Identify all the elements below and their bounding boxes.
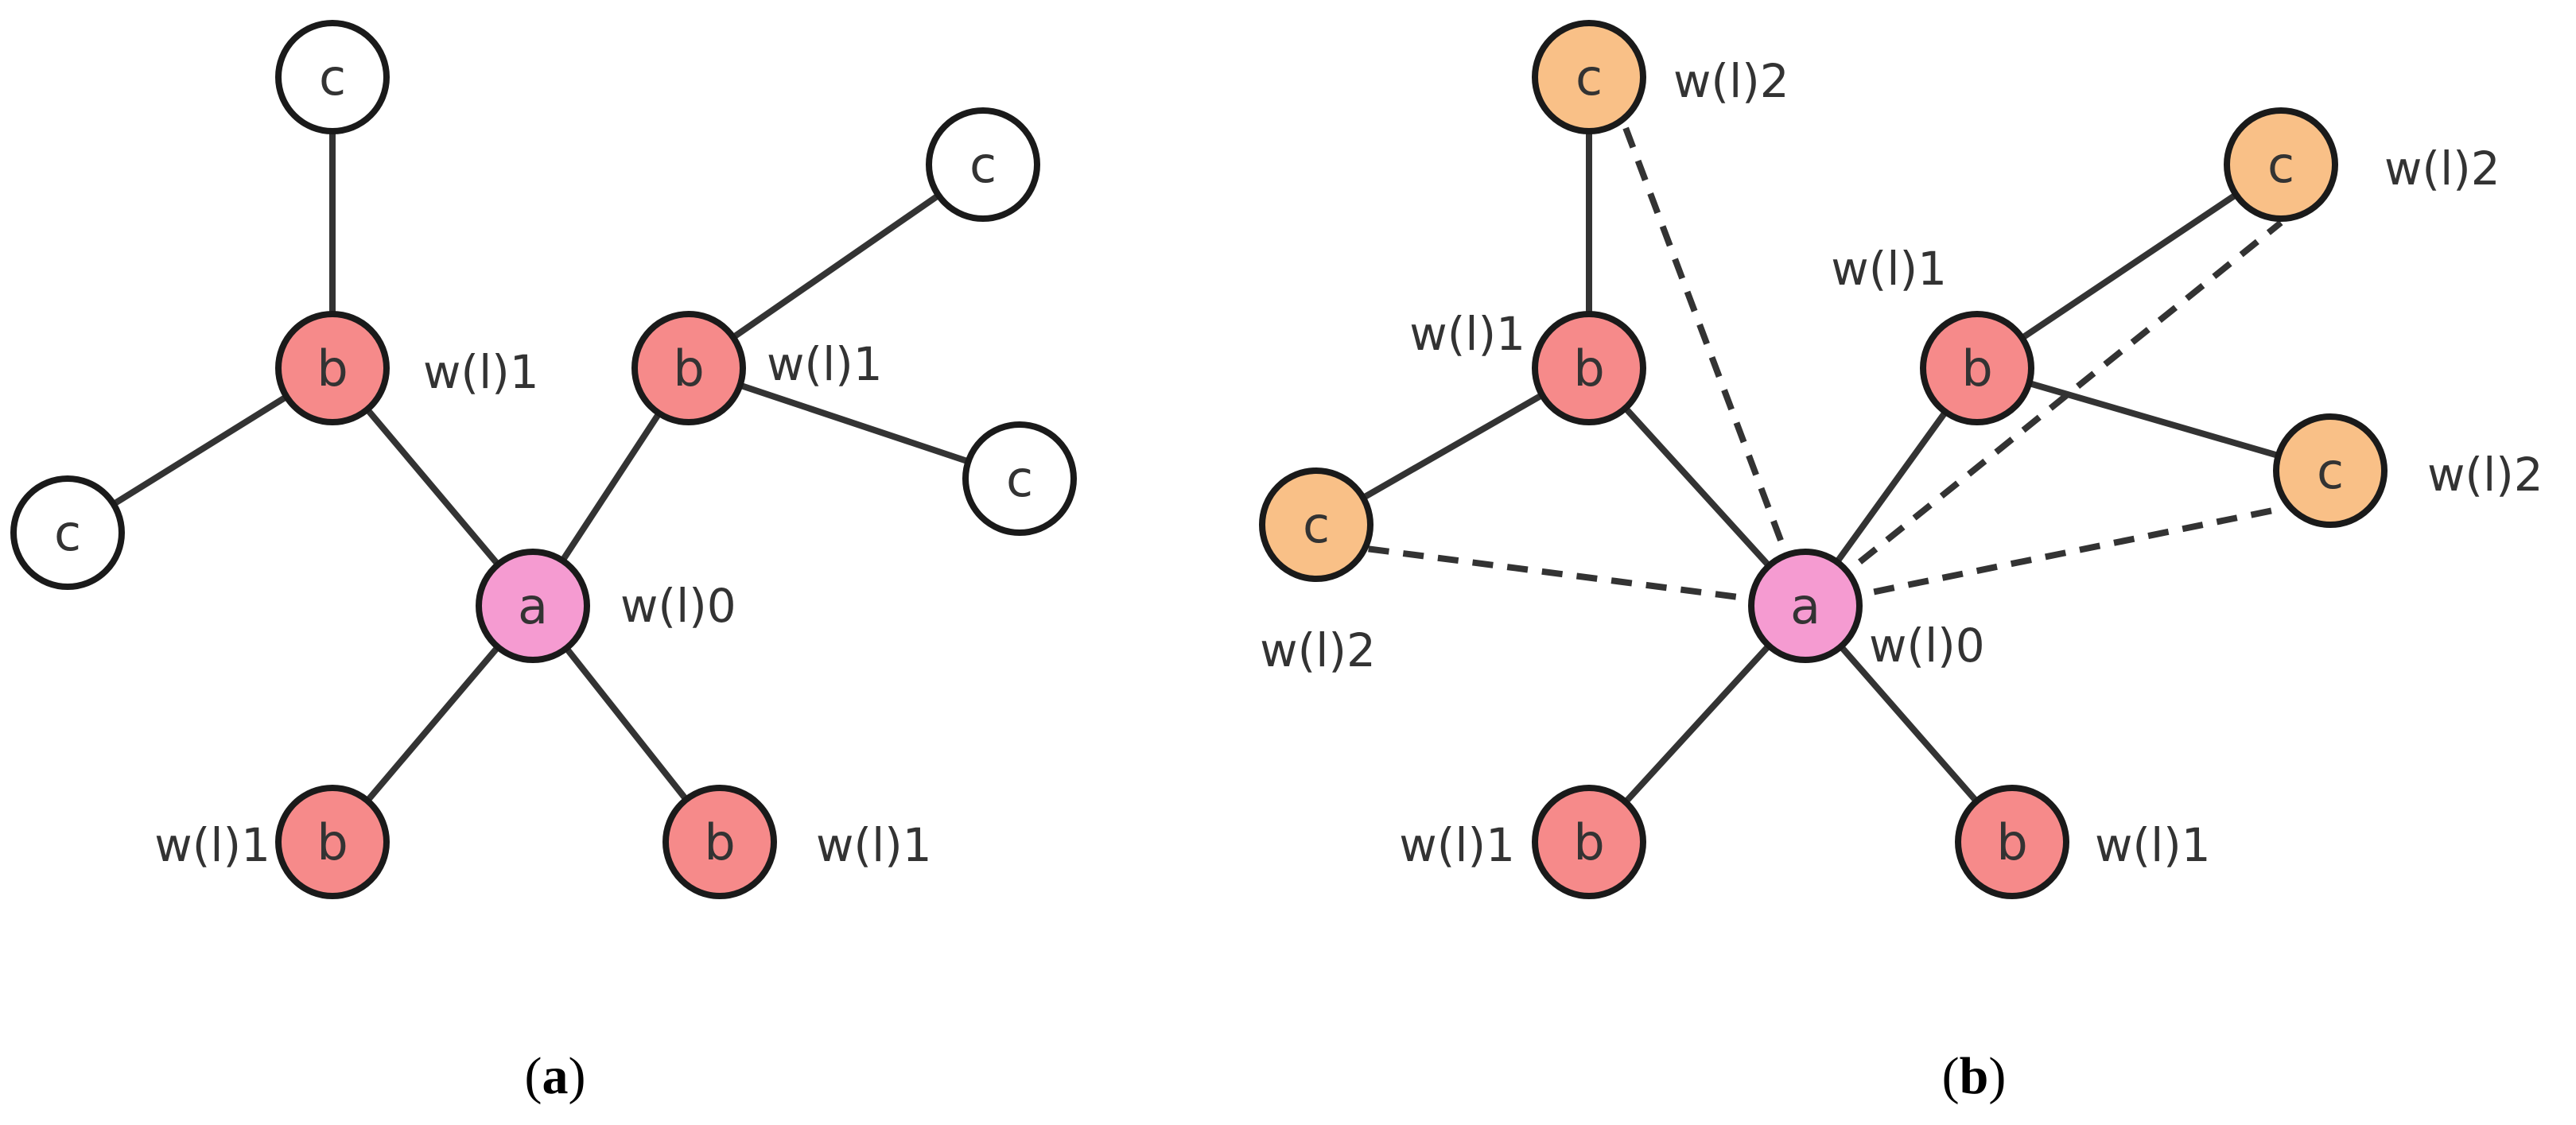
node-letter: c (2267, 136, 2294, 194)
node-b: b w(l)1 (1399, 785, 1646, 899)
node-b: b w(l)1 (275, 311, 539, 425)
wl-label: w(l)1 (767, 337, 883, 391)
node-circle (662, 785, 777, 899)
node-a: a w(l)0 (476, 549, 736, 663)
node-c: c w(l)2 (1259, 467, 1376, 677)
wl-label: w(l)1 (154, 818, 270, 872)
node-letter: c (1006, 450, 1033, 508)
node-letter: b (673, 339, 704, 398)
node-circle (1955, 785, 2069, 899)
node-circle (926, 107, 1040, 222)
node-circle (1259, 467, 1373, 582)
node-c: c (275, 20, 390, 134)
wl-label: w(l)0 (620, 579, 736, 633)
wl-label: w(l)1 (1831, 242, 1947, 296)
wl-label: w(l)1 (423, 345, 539, 399)
wl-label: w(l)2 (2427, 448, 2543, 502)
node-circle (1532, 20, 1646, 134)
node-letter: a (1790, 577, 1820, 635)
node-letter: c (319, 48, 346, 107)
node-letter: a (518, 577, 548, 635)
node-c: c (10, 475, 125, 590)
node-circle (1532, 785, 1646, 899)
node-letter: c (1303, 496, 1330, 554)
node-circle (962, 421, 1077, 536)
edge-b-right-b-to-topright-c (1975, 161, 2283, 371)
panel-b-caption: (b) (1942, 1047, 2007, 1105)
wl-label: w(l)1 (1409, 307, 1525, 361)
node-circle (1532, 311, 1646, 425)
node-circle (476, 549, 590, 663)
node-c: c w(l)2 (2273, 413, 2543, 528)
node-circle (275, 785, 390, 899)
node-circle (275, 20, 390, 134)
node-b: b w(l)1 (1409, 307, 1646, 425)
panel-a: c c b w(l)1 b w(l)1 c c a w(l)0 (10, 20, 1077, 1105)
wl-label: w(l)2 (1673, 54, 1789, 108)
node-a: a w(l)0 (1748, 549, 1985, 673)
node-b: b w(l)1 (1955, 785, 2211, 899)
node-circle (1920, 311, 2034, 425)
node-circle (631, 311, 746, 425)
node-b: b w(l)1 (631, 311, 883, 425)
node-circle (2273, 413, 2388, 528)
wl-label: w(l)2 (2384, 142, 2500, 196)
edge-a-right-b-to-topright-c (686, 161, 985, 371)
wl-label: w(l)1 (2095, 818, 2211, 872)
wl-label: w(l)2 (1260, 623, 1376, 677)
node-letter: b (317, 339, 348, 398)
node-letter: c (969, 136, 997, 194)
edge-b-right-b-to-right-c (1976, 365, 2332, 474)
node-b: b w(l)1 (1831, 242, 2034, 425)
node-circle (1748, 549, 1863, 663)
node-letter: b (704, 813, 735, 871)
node-letter: b (1996, 813, 2027, 871)
panel-a-caption: (a) (525, 1047, 586, 1105)
node-c: c w(l)2 (2224, 107, 2500, 222)
node-b: b w(l)1 (662, 785, 932, 899)
node-letter: c (1576, 48, 1603, 107)
node-letter: b (1961, 339, 1992, 398)
node-circle (10, 475, 125, 590)
dashed-edge-a-to-right-c (1805, 506, 2282, 609)
node-letter: b (317, 813, 348, 871)
node-c: c (962, 421, 1077, 536)
node-b: b w(l)1 (154, 785, 390, 899)
node-c: c (926, 107, 1040, 222)
wl-label: w(l)0 (1869, 619, 1985, 673)
panel-b: c w(l)2 c w(l)2 b w(l)1 b w(l)1 c w(l)2 … (1259, 20, 2543, 1105)
wl-label: w(l)1 (1399, 818, 1515, 872)
wl-label: w(l)1 (816, 818, 932, 872)
dashed-edge-a-to-top-c (1619, 118, 1809, 607)
node-letter: c (54, 504, 81, 562)
node-letter: b (1573, 339, 1604, 398)
dashed-edge-a-to-left-c (1366, 545, 1806, 609)
node-letter: b (1573, 813, 1604, 871)
edge-a-right-b-to-right-c (687, 365, 1021, 482)
dashed-edge-a-to-topright-c (1803, 219, 2283, 609)
node-c: c w(l)2 (1532, 20, 1789, 134)
node-circle (275, 311, 390, 425)
node-circle (2224, 107, 2338, 222)
node-letter: c (2317, 442, 2344, 500)
